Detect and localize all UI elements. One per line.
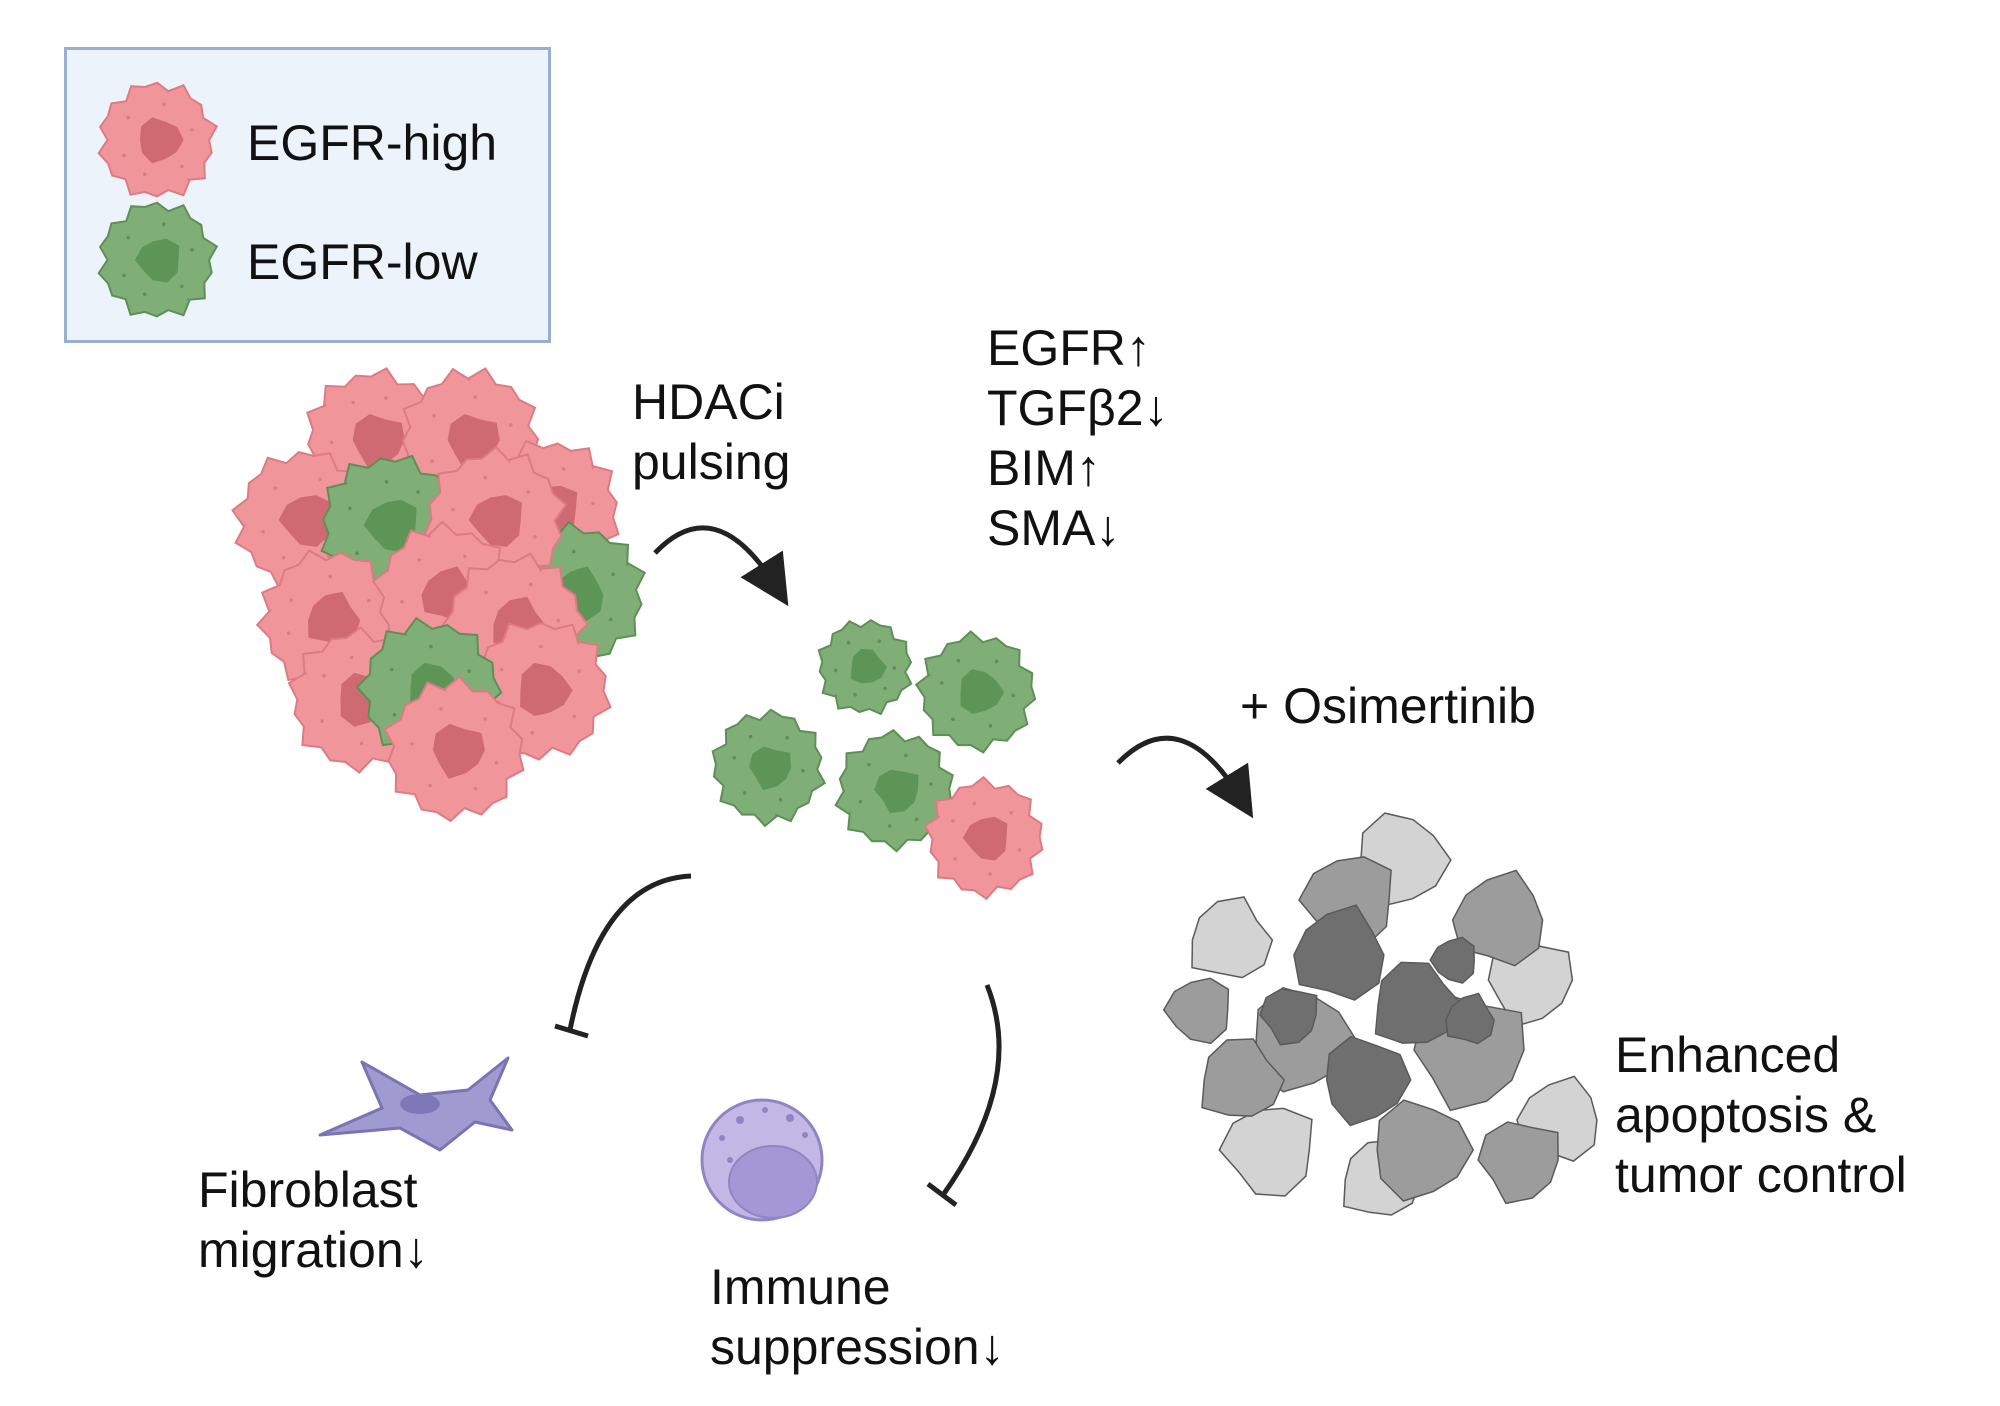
fibroblast-label-line1: Fibroblast <box>198 1162 418 1218</box>
legend: EGFR-high EGFR-low <box>64 47 551 343</box>
immune-label-line1: Immune <box>710 1259 891 1315</box>
scattered-cell <box>914 630 1037 754</box>
apoptotic-fragment <box>1445 992 1495 1045</box>
apoptotic-fragment <box>1477 1121 1559 1205</box>
immune-cell-icon <box>700 1098 824 1222</box>
hdaci-arrow <box>653 525 789 607</box>
fibroblast-inhibition-line <box>554 873 692 1039</box>
apoptotic-fragment <box>1376 1099 1475 1202</box>
osimertinib-arrow <box>1116 735 1254 819</box>
tumor-cluster <box>231 367 647 823</box>
apoptotic-fragment <box>1191 896 1274 979</box>
immune-label-line2: suppression↓ <box>710 1319 1005 1375</box>
scattered-cell <box>834 728 954 853</box>
osimertinib-label: + Osimertinib <box>1240 678 1536 734</box>
tumor-cell <box>383 675 525 823</box>
marker-bim: BIM↑ <box>987 440 1101 496</box>
egfr-high-cell-icon <box>97 81 219 198</box>
legend-label-egfr-low: EGFR-low <box>247 234 478 290</box>
apoptotic-fragment <box>1325 1035 1412 1127</box>
apoptotic-fragment <box>1218 1107 1313 1197</box>
egfr-low-cell-icon <box>97 201 219 318</box>
apoptotic-fragment <box>1374 961 1463 1044</box>
scattered-cell <box>923 775 1044 901</box>
scattered-cells <box>711 619 1044 901</box>
marker-tgfb2: TGFβ2↓ <box>987 380 1169 436</box>
legend-swatches <box>97 81 219 318</box>
apoptotic-fragment <box>1451 869 1544 967</box>
apoptotic-fragment <box>1429 936 1475 984</box>
apoptotic-fragment <box>1162 977 1230 1045</box>
egfr-high-cell <box>97 81 219 198</box>
hdaci-label-line2: pulsing <box>632 434 791 490</box>
marker-egfr: EGFR↑ <box>987 320 1151 376</box>
outcome-label-line1: Enhanced <box>1615 1027 1841 1083</box>
apoptotic-cluster <box>1162 812 1598 1216</box>
outcome-label-line2: apoptosis & <box>1615 1087 1877 1143</box>
scattered-cell <box>817 619 913 716</box>
outcome-label-line3: tumor control <box>1615 1147 1907 1203</box>
immune-inhibition-line <box>926 984 1002 1207</box>
hdaci-label-line1: HDACi <box>632 374 785 430</box>
apoptotic-fragment <box>1259 988 1318 1046</box>
scattered-cell <box>711 708 827 828</box>
legend-label-egfr-high: EGFR-high <box>247 115 498 171</box>
apoptotic-fragment <box>1293 904 1385 1001</box>
fibroblast-label-line2: migration↓ <box>198 1222 429 1278</box>
egfr-low-cell <box>97 201 219 318</box>
marker-sma: SMA↓ <box>987 500 1121 556</box>
apoptotic-fragment <box>1201 1038 1286 1117</box>
fibroblast-icon <box>318 1056 514 1152</box>
